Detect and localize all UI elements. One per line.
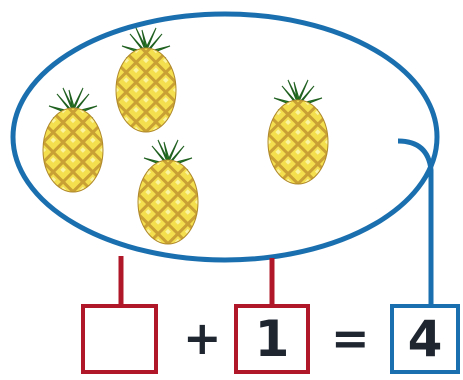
sum-value: 4 (407, 310, 443, 368)
connector-line-sum (397, 138, 434, 306)
addend-b-value: 1 (254, 310, 290, 368)
addend-b-box[interactable]: 1 (234, 304, 310, 374)
sum-box[interactable]: 4 (390, 304, 460, 374)
addend-a-box[interactable] (81, 304, 158, 374)
plus-sign: + (183, 311, 222, 365)
equals-sign: = (331, 311, 370, 365)
